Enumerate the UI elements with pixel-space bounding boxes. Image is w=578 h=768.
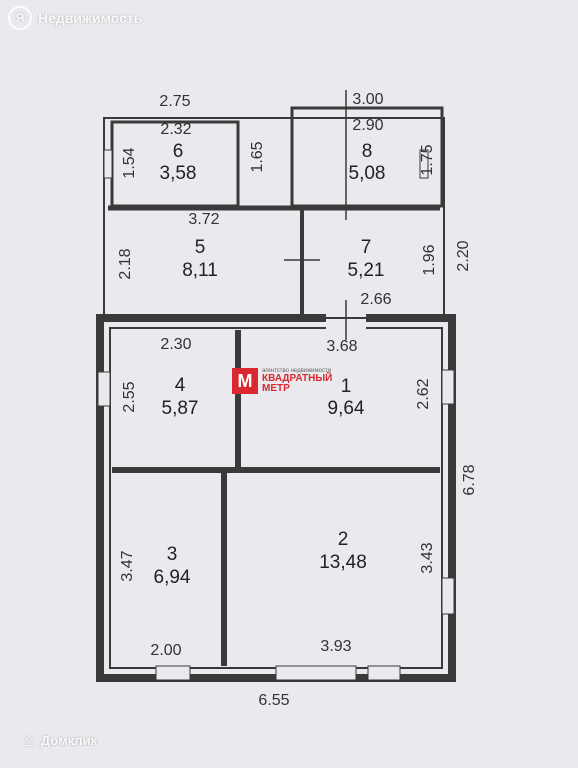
room-4-area: 5,87 — [162, 398, 199, 419]
dim-1-96: 1.96 — [421, 244, 438, 275]
dim-1-75: 1.75 — [419, 144, 436, 175]
dim-1-65: 1.65 — [249, 141, 266, 172]
window-right-2 — [441, 577, 455, 615]
window-bottom-1 — [155, 665, 191, 681]
dim-2-90: 2.90 — [352, 117, 383, 134]
dim-3-00: 3.00 — [352, 91, 383, 108]
room-1-area: 9,64 — [328, 398, 365, 419]
realty-watermark: Я Недвижимость — [8, 6, 142, 30]
room-3-number: 3 — [167, 544, 178, 565]
dim-1-54: 1.54 — [121, 147, 138, 178]
room-3-area: 6,94 — [154, 567, 191, 588]
room-8-number: 8 — [362, 141, 373, 162]
room-2-number: 2 — [338, 529, 349, 550]
room-7-area: 5,21 — [348, 260, 385, 281]
agency-line2: МЕТР — [262, 383, 290, 394]
yandex-logo-icon: Я — [8, 6, 32, 30]
room-2-area: 13,48 — [319, 552, 367, 573]
dim-3-43: 3.43 — [419, 542, 436, 573]
dim-2-32: 2.32 — [160, 121, 191, 138]
agency-small: агентство недвижимости — [262, 368, 332, 374]
room-7-number: 7 — [361, 237, 372, 258]
agency-line1: КВАДРАТНЫЙ — [262, 373, 333, 384]
annex-walls — [103, 90, 445, 340]
dim-3-68: 3.68 — [326, 338, 357, 355]
room-8-wall — [290, 106, 444, 208]
house-icon: ⌂ — [24, 730, 35, 750]
dim-3-93: 3.93 — [320, 638, 351, 655]
dim-2-55: 2.55 — [121, 381, 138, 412]
room-5-number: 5 — [195, 237, 206, 258]
room-5-area: 8,11 — [182, 260, 218, 281]
dim-6-78: 6.78 — [461, 464, 478, 495]
room-1-number: 1 — [341, 376, 352, 397]
window-room-8 — [419, 149, 429, 179]
window-room-6 — [103, 149, 113, 179]
dim-2-20: 2.20 — [455, 240, 472, 271]
dim-3-72: 3.72 — [188, 211, 219, 228]
room-6-area: 3,58 — [160, 163, 197, 184]
dim-6-55: 6.55 — [258, 692, 289, 709]
window-bottom-2 — [275, 665, 357, 681]
dim-2-00: 2.00 — [150, 642, 181, 659]
dim-3-47: 3.47 — [119, 550, 136, 581]
agency-text: агентство недвижимости КВАДРАТНЫЙ МЕТР — [262, 368, 332, 394]
agency-logo: M агентство недвижимости КВАДРАТНЫЙ МЕТР — [232, 368, 332, 394]
window-right-1 — [441, 369, 455, 405]
realty-watermark-text: Недвижимость — [38, 10, 143, 26]
window-bottom-3 — [367, 665, 401, 681]
dim-2-18: 2.18 — [117, 248, 134, 279]
annex-outer — [103, 117, 445, 319]
room-labels: 6 3,58 8 5,08 5 8,11 7 5,21 4 5,87 1 9,6… — [154, 141, 386, 588]
room-8-area: 5,08 — [349, 163, 386, 184]
room-6-number: 6 — [173, 141, 184, 162]
domclick-watermark-text: Домклик — [40, 733, 98, 748]
room-4-number: 4 — [175, 375, 186, 396]
dim-2-30: 2.30 — [160, 336, 191, 353]
window-left — [97, 371, 111, 407]
dim-2-62: 2.62 — [415, 378, 432, 409]
agency-mark: M — [232, 368, 258, 394]
dim-2-66: 2.66 — [360, 291, 391, 308]
domclick-watermark: ⌂ Домклик — [24, 730, 97, 751]
dimension-labels: 2.75 2.32 1.54 1.65 3.00 2.90 1.75 3.72 … — [117, 91, 478, 709]
dim-2-75: 2.75 — [159, 93, 190, 110]
